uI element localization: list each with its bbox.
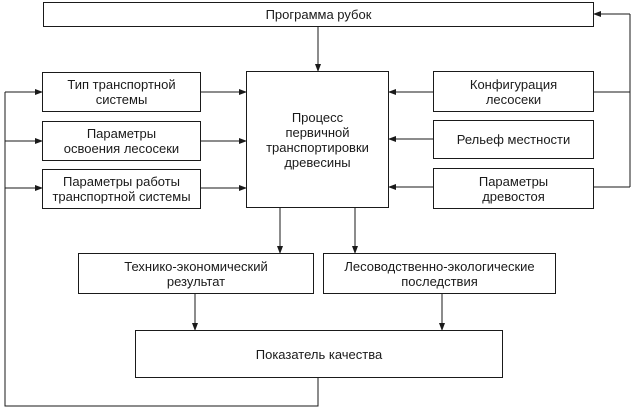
tech-econ-node: Технико-экономический результат xyxy=(78,253,314,294)
relief-node: Рельеф местности xyxy=(433,120,594,159)
program-node: Программа рубок xyxy=(43,2,594,27)
process-node: Процесс первичной транспортировки древес… xyxy=(246,71,389,208)
quality-node: Показатель качества xyxy=(135,330,503,378)
configuration-node: Конфигурация лесосеки xyxy=(433,71,594,112)
transport-type-node: Тип транспортной системы xyxy=(42,72,201,112)
feedback-left-trunk xyxy=(4,92,319,407)
silvi-eco-node: Лесоводственно-экологические последствия xyxy=(323,253,556,294)
transport-params-node: Параметры работы транспортной системы xyxy=(42,169,201,209)
clearing-params-node: Параметры освоения лесосеки xyxy=(42,121,201,161)
stand-params-node: Параметры древостоя xyxy=(433,168,594,209)
